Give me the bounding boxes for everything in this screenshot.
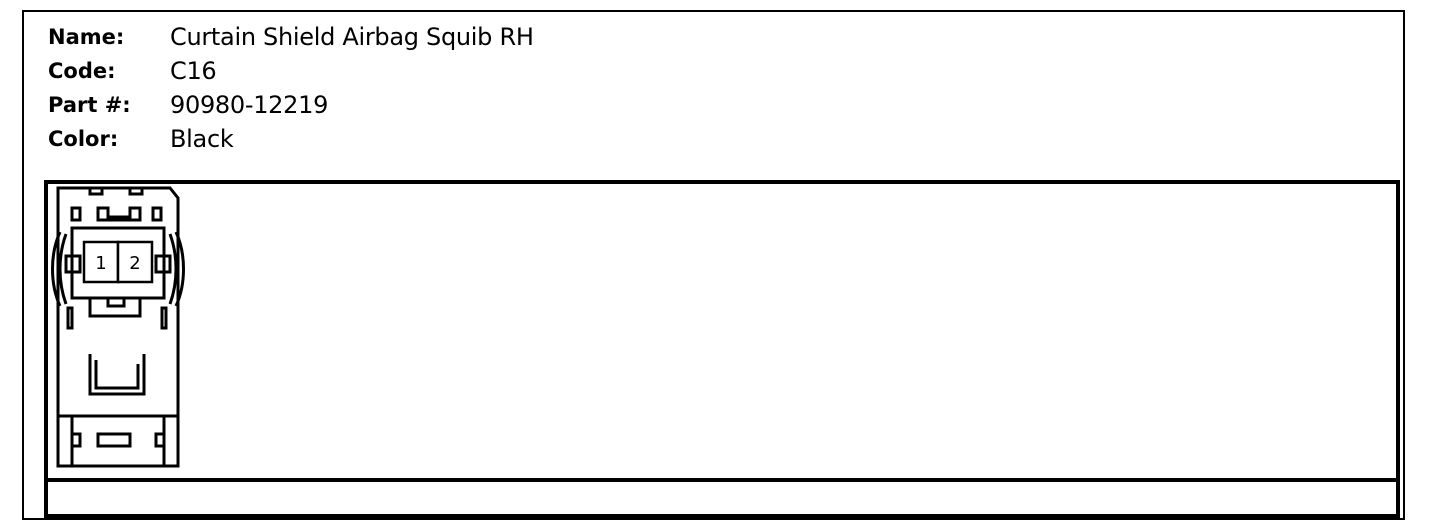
part-label: Part #: bbox=[48, 93, 131, 117]
code-value: C16 bbox=[170, 57, 217, 85]
name-value: Curtain Shield Airbag Squib RH bbox=[170, 23, 534, 51]
top-window-1 bbox=[70, 206, 82, 222]
top-notch bbox=[88, 188, 144, 196]
connector-info: Name: Curtain Shield Airbag Squib RH Cod… bbox=[48, 20, 534, 156]
part-row: Part #: 90980-12219 bbox=[48, 88, 534, 122]
pin-cavity-1 bbox=[82, 240, 120, 284]
top-window-3 bbox=[151, 206, 163, 222]
right-latch-arc bbox=[174, 231, 185, 307]
bottom-lugs bbox=[72, 432, 164, 448]
left-latch-arc-inner bbox=[58, 233, 68, 305]
right-lock-tab bbox=[154, 254, 172, 274]
right-slot bbox=[160, 306, 168, 330]
lower-keyway bbox=[88, 298, 142, 318]
color-label: Color: bbox=[48, 127, 119, 151]
color-value: Black bbox=[170, 125, 234, 153]
color-row: Color: Black bbox=[48, 122, 534, 156]
left-slot bbox=[66, 306, 74, 330]
cavity-frame bbox=[70, 226, 166, 300]
part-value: 90980-12219 bbox=[170, 91, 329, 119]
top-window-2 bbox=[96, 206, 142, 222]
center-latch bbox=[88, 354, 146, 396]
pin-number-1: 1 bbox=[95, 253, 106, 274]
code-label: Code: bbox=[48, 59, 116, 83]
connector-sheet: Name: Curtain Shield Airbag Squib RH Cod… bbox=[22, 10, 1405, 520]
bottom-window bbox=[96, 432, 132, 448]
left-latch-arc bbox=[51, 231, 62, 307]
code-row: Code: C16 bbox=[48, 54, 534, 88]
name-row: Name: Curtain Shield Airbag Squib RH bbox=[48, 20, 534, 54]
left-lock-tab bbox=[64, 254, 82, 274]
connector-outline bbox=[56, 186, 180, 468]
bottom-housing bbox=[58, 414, 178, 466]
footer-row bbox=[44, 482, 1400, 518]
right-latch-arc-inner bbox=[168, 233, 178, 305]
pin-number-2: 2 bbox=[129, 253, 140, 274]
pin-cavity-2 bbox=[116, 240, 154, 284]
name-label: Name: bbox=[48, 25, 125, 49]
